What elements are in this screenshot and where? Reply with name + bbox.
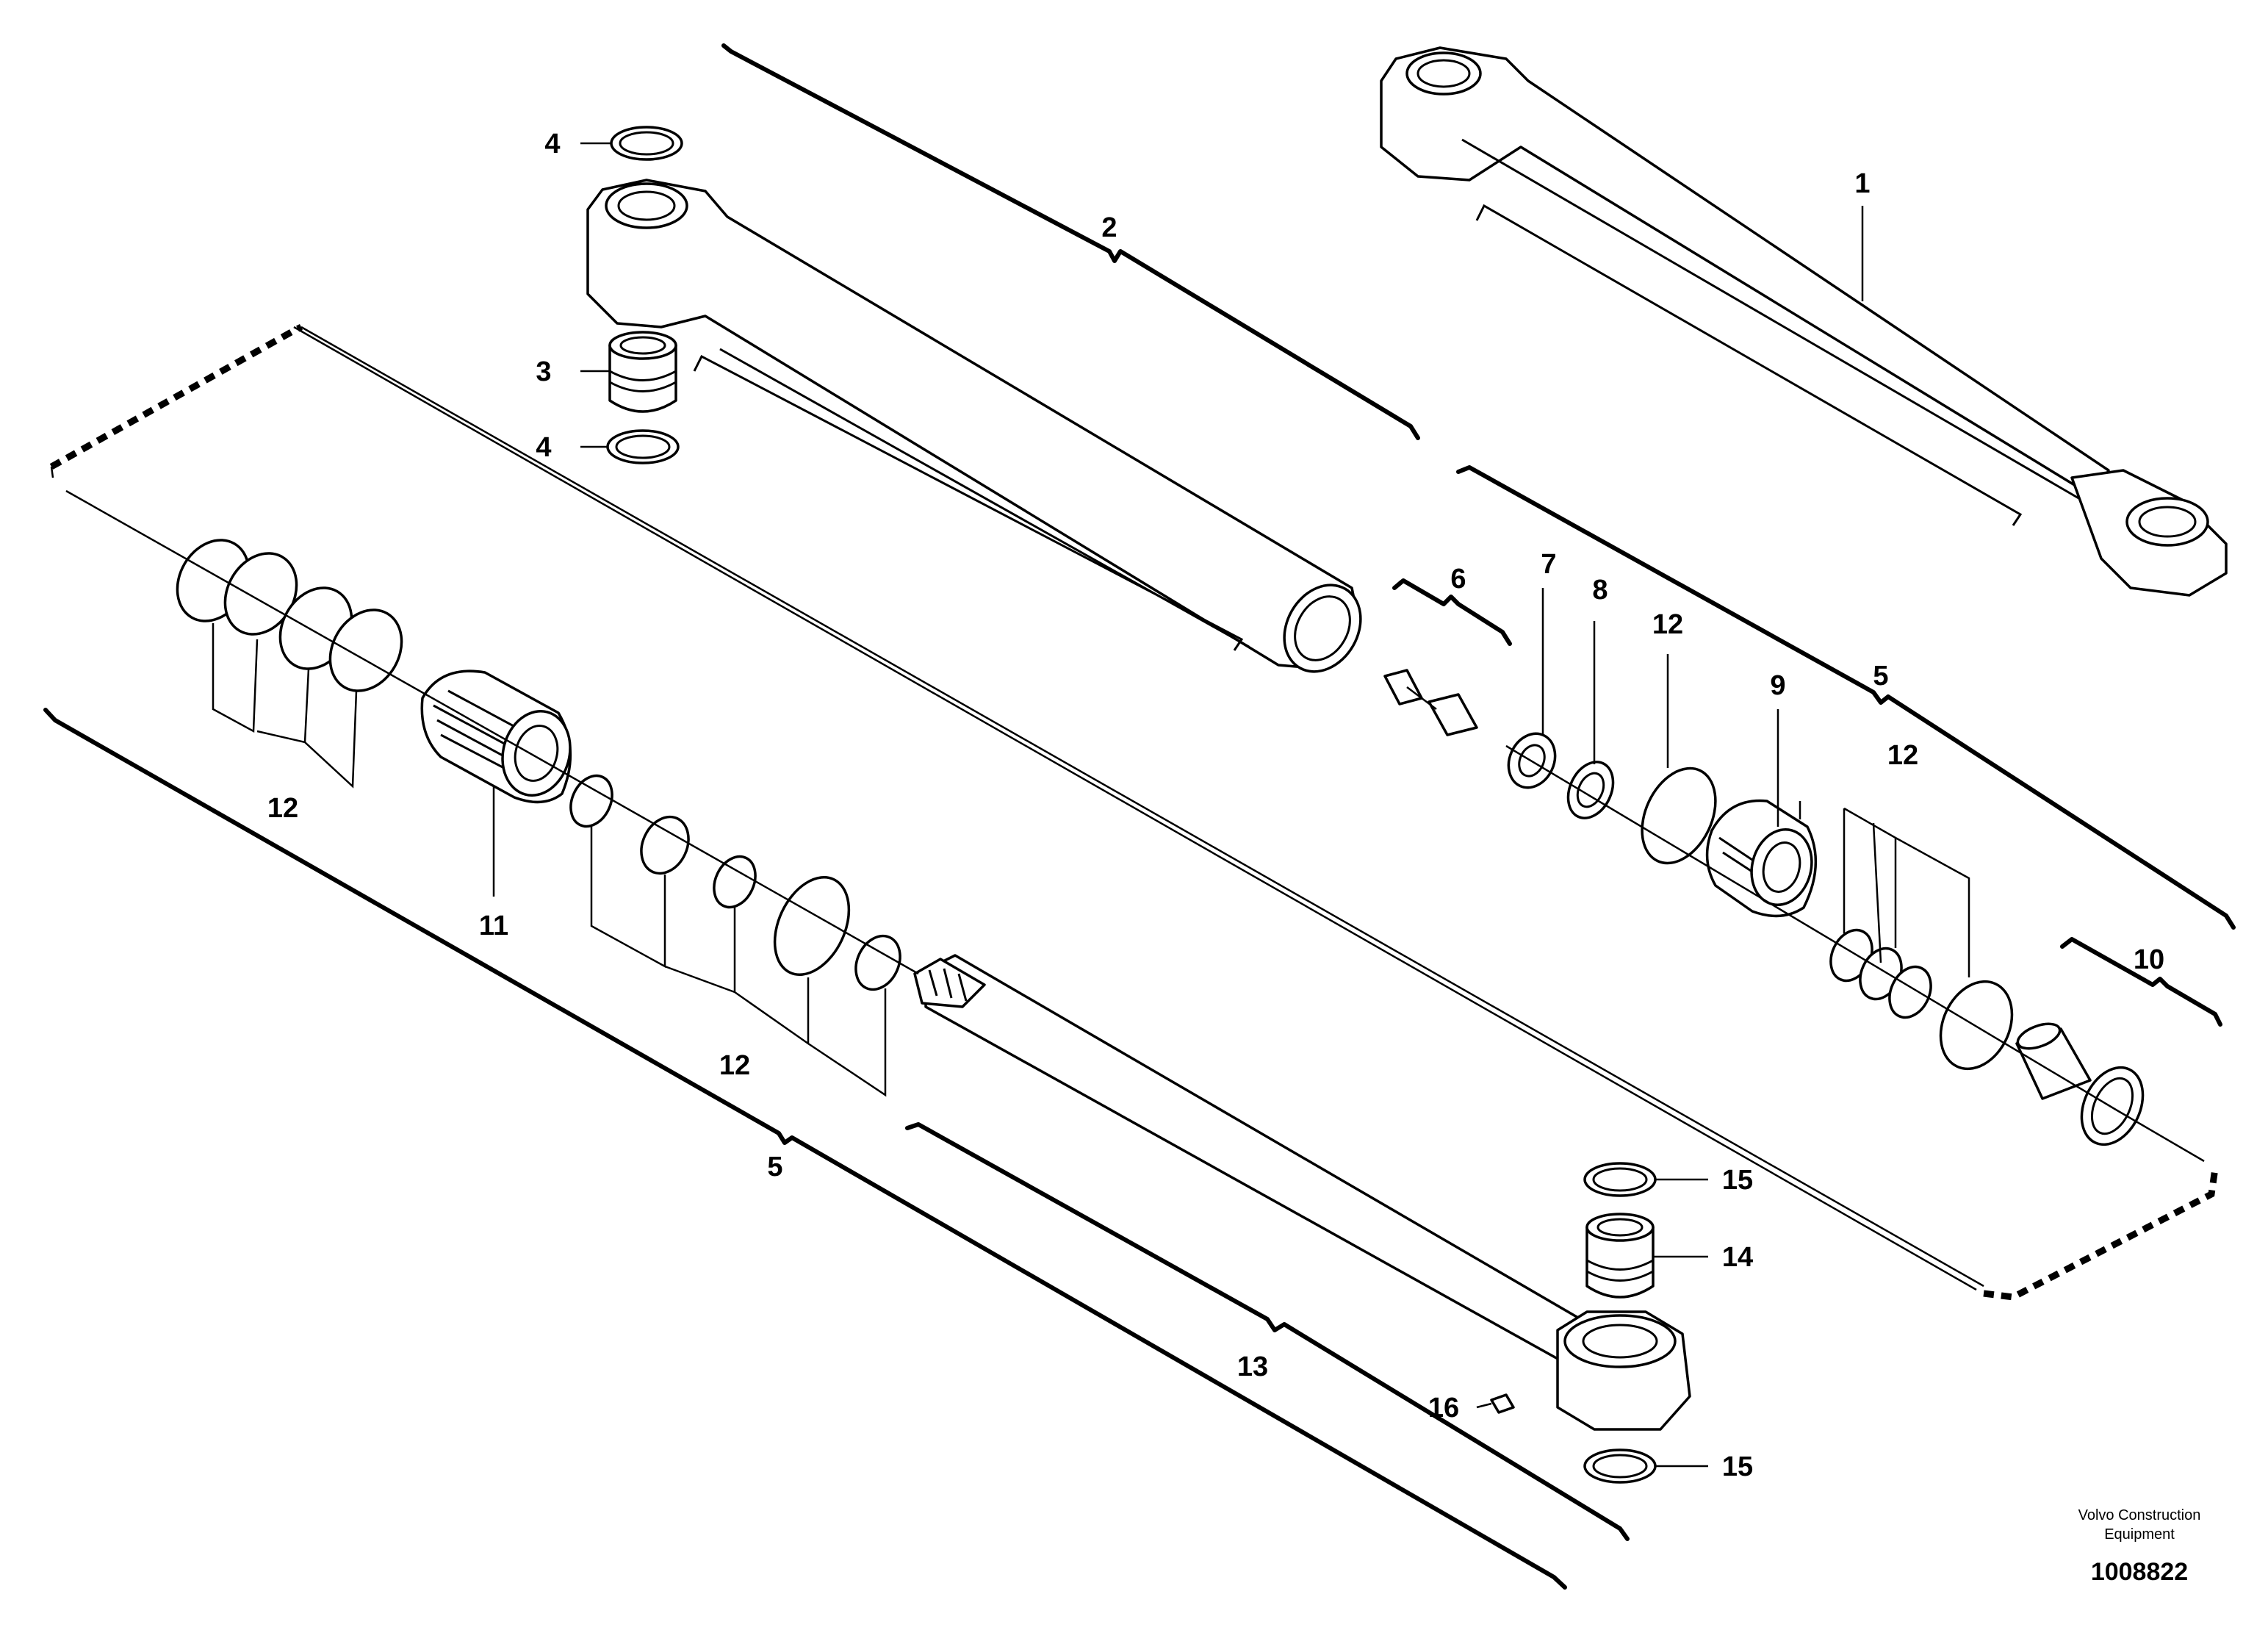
leader-12-right bbox=[1799, 801, 1970, 977]
callout-11: 11 bbox=[479, 911, 508, 941]
cylinder-assembly-1 bbox=[1380, 46, 2228, 597]
callout-16: 16 bbox=[1428, 1393, 1459, 1423]
bracket-6 bbox=[1392, 578, 1512, 646]
cylinder-tube-2 bbox=[586, 179, 1362, 673]
bracket-5-lower bbox=[43, 708, 1567, 1590]
seal-ring-15-lower bbox=[1583, 1448, 1657, 1484]
callout-1: 1 bbox=[1854, 168, 1870, 199]
cylinder-head-11 bbox=[420, 669, 572, 804]
callout-12-middle: 12 bbox=[719, 1050, 750, 1081]
callout-labels: 1 2 3 4 4 5 5 6 7 8 9 10 11 12 12 12 12 … bbox=[267, 129, 2164, 1482]
seal-rings-12-left bbox=[176, 539, 403, 692]
callout-6: 6 bbox=[1450, 564, 1466, 595]
footer-credit: Volvo Construction Equipment 1008822 bbox=[2078, 1507, 2201, 1586]
callout-8: 8 bbox=[1592, 575, 1608, 606]
callout-5-lower: 5 bbox=[767, 1152, 782, 1182]
callout-4-lower: 4 bbox=[536, 432, 551, 463]
credit-line-2: Equipment bbox=[2104, 1526, 2175, 1543]
callout-3: 3 bbox=[536, 356, 551, 387]
callout-5-upper: 5 bbox=[1873, 661, 1888, 692]
seal-ring-4-upper bbox=[610, 126, 683, 161]
callout-12-left: 12 bbox=[267, 793, 298, 824]
callout-15-lower: 15 bbox=[1722, 1451, 1753, 1482]
bracket-13 bbox=[905, 1122, 1630, 1541]
bracket-5-upper bbox=[1456, 465, 2236, 930]
assembly-axis-lines bbox=[65, 326, 2205, 1291]
callout-2: 2 bbox=[1101, 212, 1117, 243]
callout-9: 9 bbox=[1770, 670, 1785, 701]
screw-6 bbox=[1383, 669, 1478, 736]
seal-rings-12-middle bbox=[569, 774, 901, 991]
piston-9 bbox=[1705, 799, 1818, 918]
sleeve-10 bbox=[2015, 1022, 2092, 1100]
seal-ring-15-upper bbox=[1583, 1162, 1657, 1197]
callout-15-upper: 15 bbox=[1722, 1165, 1753, 1196]
lock-washer-8 bbox=[1566, 761, 1615, 819]
callout-10: 10 bbox=[2134, 944, 2164, 975]
callout-13: 13 bbox=[1237, 1351, 1268, 1382]
callout-12-upper-right: 12 bbox=[1652, 609, 1683, 640]
bracket-2 bbox=[721, 43, 1420, 440]
leader-lines bbox=[492, 142, 1864, 1468]
seal-ring-4-lower bbox=[606, 429, 680, 464]
bracket-10 bbox=[2060, 937, 2222, 1027]
callout-14: 14 bbox=[1722, 1242, 1753, 1273]
document-number: 1008822 bbox=[2091, 1558, 2188, 1586]
bushing-3 bbox=[608, 331, 677, 413]
bushing-14 bbox=[1585, 1213, 1655, 1299]
seal-rings-12-right bbox=[1641, 766, 2014, 1071]
callout-7: 7 bbox=[1541, 549, 1556, 580]
leader-12-left bbox=[212, 623, 358, 789]
kit-outline bbox=[49, 323, 2219, 1301]
piston-rod-13 bbox=[913, 954, 1691, 1431]
callout-12-lower-right: 12 bbox=[1887, 740, 1918, 771]
leader-12-middle bbox=[590, 827, 887, 1097]
credit-line-1: Volvo Construction bbox=[2078, 1507, 2201, 1523]
callout-4-upper: 4 bbox=[544, 129, 560, 159]
grease-nipple-16 bbox=[1476, 1393, 1515, 1414]
